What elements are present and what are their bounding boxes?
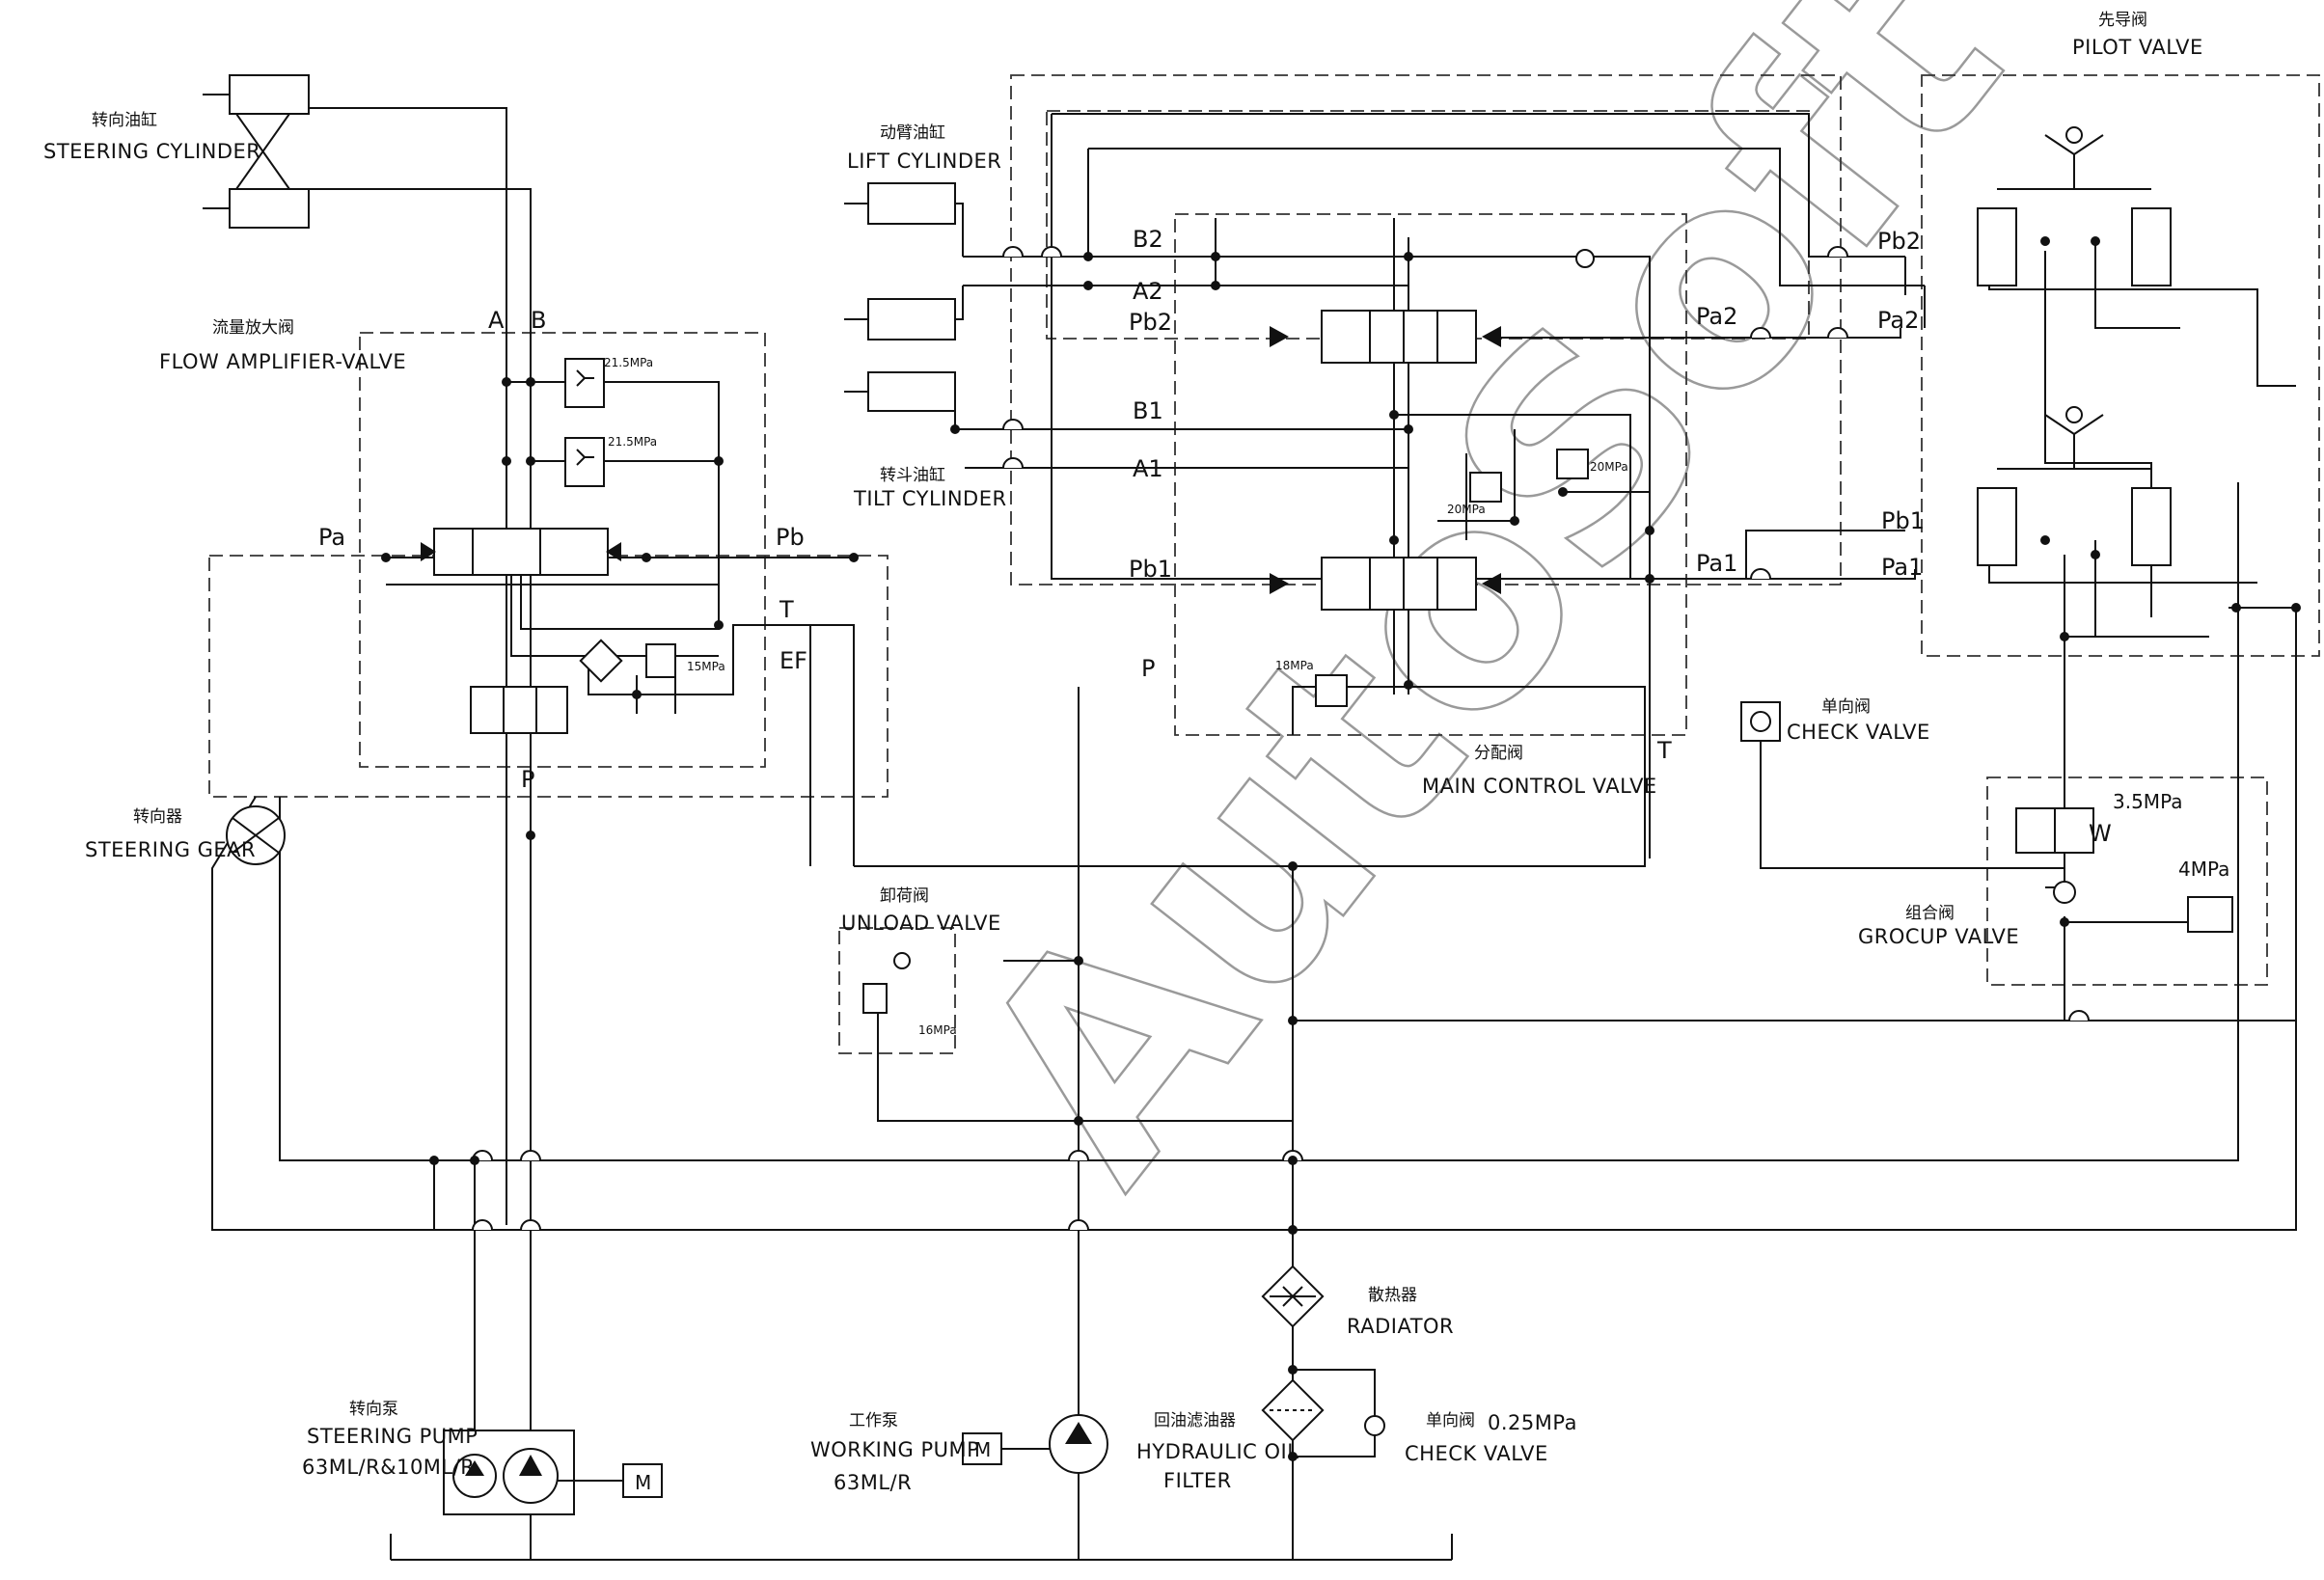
oil-filter-symbol [1261, 1378, 1325, 1442]
working-pump-spec: 63ML/R [834, 1471, 912, 1494]
check-valve-2-en: CHECK VALVE [1405, 1442, 1548, 1465]
tilt-cylinder-en: TILT CYLINDER [853, 487, 1007, 510]
flow-amplifier-en: FLOW AMPLIFIER-VALVE [159, 350, 406, 373]
tilt-cylinder-symbol [844, 371, 956, 412]
port-pb1: Pb1 [1129, 556, 1172, 583]
port-pa: Pa [318, 524, 345, 551]
pressure-group-1: 3.5MPa [2113, 790, 2182, 813]
flow-amplifier-symbols [421, 358, 676, 734]
pilot-port-pa2: Pa2 [1877, 307, 1919, 334]
port-mcv-p: P [1141, 655, 1155, 682]
pressure-unload: 16MPa [918, 1023, 957, 1037]
check-valve-2-zh: 单向阀 [1426, 1411, 1475, 1430]
port-ef: EF [779, 647, 807, 674]
pilot-valve-box [1921, 74, 2320, 657]
pilot-port-pb1: Pb1 [1881, 507, 1925, 534]
lift-cylinder-symbol [844, 182, 964, 341]
steering-circuit-box [208, 555, 889, 798]
port-b1: B1 [1133, 397, 1163, 424]
port-pa2: Pa2 [1696, 303, 1737, 330]
port-p: P [521, 766, 534, 793]
oil-filter-zh: 回油滤油器 [1154, 1411, 1236, 1430]
watermark: AutoSoft [914, 0, 2064, 1238]
working-motor-m: M [974, 1438, 991, 1461]
steering-cylinder-en: STEERING CYLINDER [43, 140, 260, 163]
steering-cylinder-symbol [203, 74, 310, 229]
port-pb: Pb [776, 524, 805, 551]
pilot-port-pa1: Pa1 [1881, 554, 1923, 581]
group-valve-zh: 组合阀 [1905, 904, 1955, 923]
radiator-en: RADIATOR [1347, 1315, 1454, 1338]
pressure-mcv-relief-1: 20MPa [1590, 460, 1628, 474]
steering-gear-en: STEERING GEAR [85, 838, 256, 861]
junction-dots [381, 236, 2301, 1510]
port-a2: A2 [1133, 278, 1163, 305]
steering-cylinder-zh: 转向油缸 [92, 110, 157, 130]
main-control-valve-box [1174, 213, 1687, 736]
main-control-valve-zh: 分配阀 [1474, 744, 1523, 763]
radiator-symbol [1261, 1265, 1325, 1328]
steering-motor-m: M [635, 1471, 651, 1494]
pressure-labels: 21.5MPa 21.5MPa 15MPa 20MPa 20MPa 18MPa … [604, 356, 2229, 1037]
component-labels: 转向油缸 STEERING CYLINDER 流量放大阀 FLOW AMPLIF… [43, 11, 2203, 1494]
oil-filter-en1: HYDRAULIC OIL [1136, 1440, 1299, 1463]
crossings [472, 246, 2090, 1231]
unload-valve-zh: 卸荷阀 [880, 886, 929, 906]
flow-amplifier-box [359, 332, 766, 768]
pilot-valve-symbols [1977, 126, 2172, 566]
steering-pump-zh: 转向泵 [349, 1400, 398, 1419]
unload-valve-symbols [862, 952, 911, 1014]
working-pump-zh: 工作泵 [849, 1411, 898, 1430]
pilot-valve-en: PILOT VALVE [2072, 36, 2203, 59]
port-a1: A1 [1133, 455, 1163, 482]
working-pump-en: WORKING PUMP [810, 1438, 979, 1461]
pilot-port-pb2: Pb2 [1877, 228, 1921, 255]
main-control-valve-spools [1270, 249, 1595, 707]
pressure-fa-relief-2: 21.5MPa [608, 435, 657, 449]
pilot-valve-zh: 先导阀 [2098, 11, 2147, 30]
port-b2: B2 [1133, 226, 1163, 253]
pressure-mcv-main-relief: 18MPa [1275, 659, 1314, 672]
lift-cylinder-en: LIFT CYLINDER [847, 150, 1001, 173]
port-mcv-t: T [1656, 737, 1672, 764]
port-b: B [531, 307, 546, 334]
check-valve-2-symbol [1364, 1415, 1385, 1436]
group-valve-symbols [2015, 807, 2233, 933]
working-pump-symbol [962, 1414, 1108, 1474]
port-a: A [488, 307, 505, 334]
port-t: T [779, 596, 794, 623]
check-valve-symbol [1740, 701, 1781, 742]
group-valve-en: GROCUP VALVE [1858, 925, 2019, 948]
check-valve-zh: 单向阀 [1821, 697, 1871, 717]
tilt-cylinder-zh: 转斗油缸 [880, 465, 945, 485]
port-pb2: Pb2 [1129, 309, 1172, 336]
unload-valve-en: UNLOAD VALVE [841, 912, 1001, 935]
lift-cylinder-zh: 动臂油缸 [880, 123, 945, 143]
port-labels: A B Pa Pb T EF P B2 A2 Pb2 B1 A1 Pb1 P T… [318, 226, 2112, 1494]
group-port-w: W [2089, 820, 2112, 847]
steering-pump-spec: 63ML/R&10ML/R [302, 1456, 475, 1479]
check-valve-en: CHECK VALVE [1787, 721, 1930, 744]
pressure-fa-relief-1: 21.5MPa [604, 356, 653, 369]
main-control-valve-en: MAIN CONTROL VALVE [1422, 775, 1657, 798]
pressure-mcv-relief-2: 20MPa [1447, 503, 1486, 516]
flow-amplifier-zh: 流量放大阀 [212, 318, 294, 338]
steering-gear-symbol [226, 805, 286, 865]
steering-pump-symbol [443, 1430, 663, 1515]
oil-filter-en2: FILTER [1163, 1469, 1232, 1492]
pressure-group-2: 4MPa [2178, 858, 2229, 881]
pressure-fa-relief-3: 15MPa [687, 660, 725, 673]
steering-gear-zh: 转向器 [133, 807, 182, 827]
port-pa1: Pa1 [1696, 550, 1737, 577]
check-valve-2-pressure: 0.25MPa [1488, 1411, 1577, 1434]
steering-pump-en: STEERING PUMP [307, 1425, 478, 1448]
radiator-zh: 散热器 [1368, 1286, 1417, 1305]
